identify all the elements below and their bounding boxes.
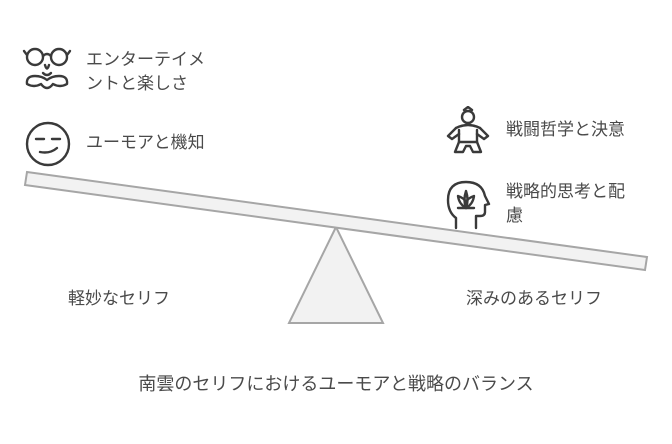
left-side-label: 軽妙なセリフ — [68, 289, 170, 309]
sumo-wrestler-icon — [444, 105, 492, 160]
strategy-label-line1: 戦略的思考と配 — [506, 182, 625, 202]
humor-label: ユーモアと機知 — [86, 133, 205, 153]
seesaw-fulcrum — [287, 224, 385, 324]
combat-philosophy-label: 戦闘哲学と決意 — [506, 120, 625, 140]
entertainment-label: エンターテイメ ントと楽しさ — [86, 48, 205, 96]
glasses-mustache-icon — [22, 46, 72, 98]
entertainment-label-line1: エンターテイメ — [86, 50, 205, 70]
strategy-label-line2: 慮 — [506, 206, 523, 226]
strategy-label: 戦略的思考と配 慮 — [506, 180, 625, 228]
diagram-caption: 南雲のセリフにおけるユーモアと戦略のバランス — [138, 374, 534, 395]
smirk-face-icon — [24, 120, 72, 172]
head-lotus-icon — [444, 178, 492, 234]
entertainment-label-line2: ントと楽しさ — [86, 74, 188, 94]
right-side-label: 深みのあるセリフ — [466, 289, 602, 309]
seesaw-plank — [23, 170, 649, 272]
